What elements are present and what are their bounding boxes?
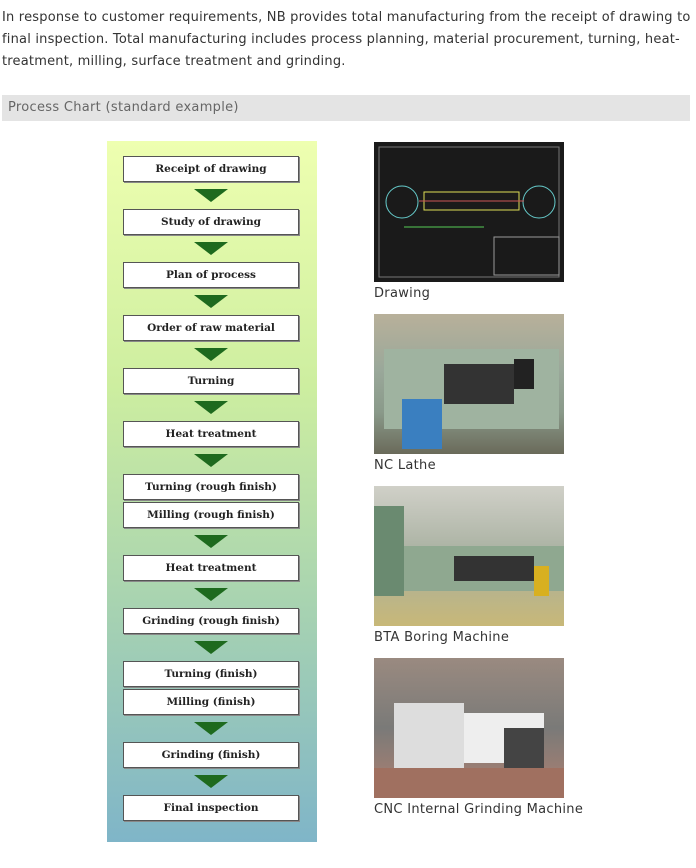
arrow-down-icon [194,535,228,548]
arrow-down-icon [194,722,228,735]
process-step: Turning (rough finish) [123,474,299,500]
arrow-down-icon [194,295,228,308]
process-step: Heat treatment [123,555,299,581]
arrow-down-icon [194,401,228,414]
bta-boring-machine-photo [374,486,564,626]
cnc-grinding-machine-photo [374,658,564,798]
process-step: Turning (finish) [123,661,299,687]
photo-caption: NC Lathe [374,458,436,473]
arrow-down-icon [194,641,228,654]
photo-caption: BTA Boring Machine [374,630,510,645]
process-step: Final inspection [123,795,299,821]
intro-text: In response to customer requirements, NB… [2,10,691,69]
photo-caption: CNC Internal Grinding Machine [374,802,584,817]
process-step: Milling (rough finish) [123,502,299,528]
arrow-down-icon [194,242,228,255]
process-step: Grinding (rough finish) [123,608,299,634]
process-step: Grinding (finish) [123,742,299,768]
process-step: Turning [123,368,299,394]
process-step: Plan of process [123,262,299,288]
process-step: Heat treatment [123,421,299,447]
arrow-down-icon [194,348,228,361]
section-title: Process Chart (standard example) [2,95,690,121]
arrow-down-icon [194,454,228,467]
process-step: Study of drawing [123,209,299,235]
nc-lathe-photo [374,314,564,454]
process-step: Order of raw material [123,315,299,341]
process-step: Receipt of drawing [123,156,299,182]
drawing-photo [374,142,564,282]
arrow-down-icon [194,189,228,202]
process-step: Milling (finish) [123,689,299,715]
arrow-down-icon [194,588,228,601]
arrow-down-icon [194,775,228,788]
photo-caption: Drawing [374,286,431,301]
